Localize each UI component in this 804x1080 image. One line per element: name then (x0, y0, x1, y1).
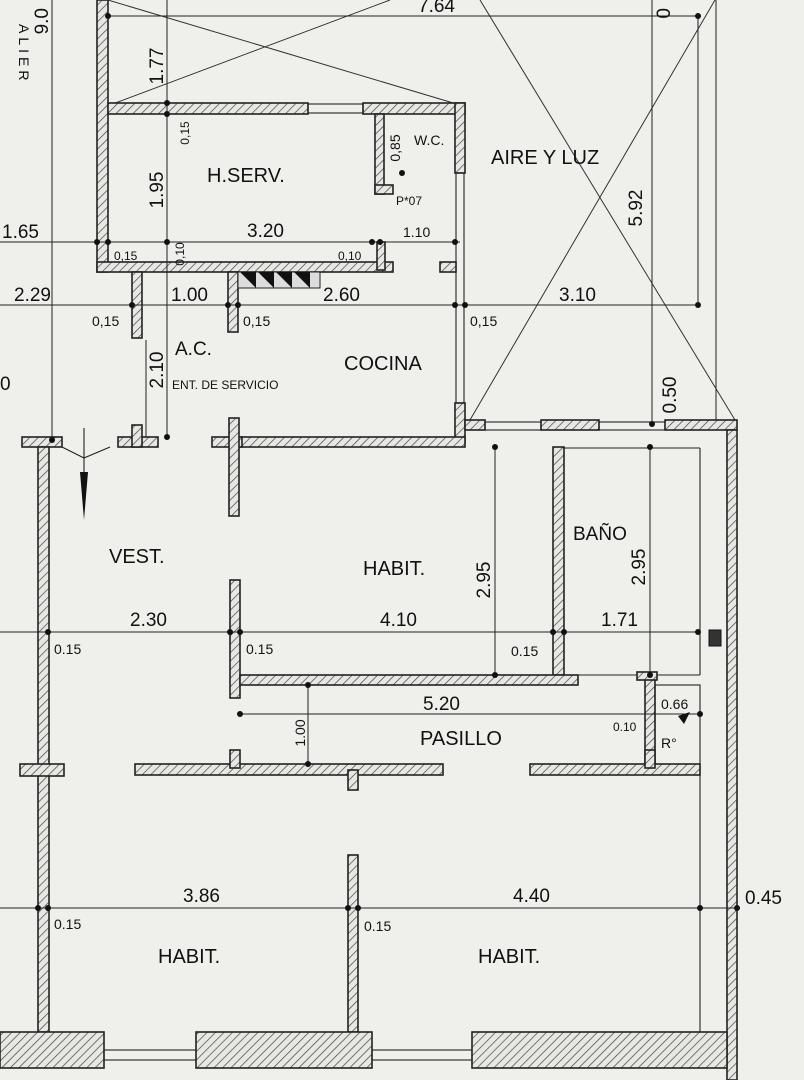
room-label-habit-right: HABIT. (478, 946, 540, 968)
room-label-habit-left: HABIT. (158, 946, 220, 968)
dim-0-15-a: 0,15 (178, 121, 192, 145)
dim-4-10: 4.10 (380, 610, 417, 631)
room-label-h-serv: H.SERV. (207, 165, 285, 187)
dim-7-64: 7.64 (418, 0, 455, 17)
dim-0-15-j: 0.15 (364, 918, 391, 934)
dim-3-86: 3.86 (183, 886, 220, 907)
room-label-vest: VEST. (109, 546, 165, 568)
dim-0-15-h: 0.15 (511, 643, 538, 659)
dim-0-15-c: 0,15 (92, 313, 119, 329)
dim-0-15-i: 0.15 (54, 916, 81, 932)
dim-0-50: 0.50 (660, 377, 681, 414)
dim-0-15-e: 0,15 (470, 313, 497, 329)
dim-0-85: 0,85 (387, 134, 403, 161)
light-well-diagonals (107, 0, 736, 421)
fixture-marks (678, 629, 722, 724)
dim-0-15-f: 0.15 (54, 641, 81, 657)
dim-0-left: 0 (0, 374, 11, 395)
room-label-wc: W.C. (414, 132, 444, 148)
dim-1-00-b: 1.00 (292, 719, 308, 746)
dim-top-9: 9.0 (32, 8, 53, 34)
dimension-dots (35, 13, 740, 911)
stair-hatch (237, 271, 321, 289)
dim-1-71: 1.71 (601, 610, 638, 631)
dim-1-77: 1.77 (147, 48, 168, 85)
dim-0-10-a: 0,10 (173, 242, 187, 266)
dim-2-29: 2.29 (14, 285, 51, 306)
room-labels: H.SERV. W.C. AIRE Y LUZ P*07 A.C. ENT. D… (16, 24, 677, 968)
dim-1-10: 1.10 (403, 224, 430, 240)
dim-4-40: 4.40 (513, 886, 550, 907)
dim-2-10: 2.10 (147, 352, 168, 389)
dim-0-15-d: 0,15 (243, 313, 270, 329)
dimension-labels: 9.0 7.64 0 1.77 0,15 0,85 1.95 5.92 1.65… (0, 0, 782, 934)
dim-1-95: 1.95 (147, 172, 168, 209)
dim-0-66: 0.66 (661, 696, 688, 712)
dim-0-15-g: 0.15 (246, 641, 273, 657)
dim-0-15-b: 0,15 (114, 249, 138, 263)
room-label-habit-mid: HABIT. (363, 558, 425, 580)
room-label-ent-servicio: ENT. DE SERVICIO (172, 378, 278, 392)
dim-2-95-b: 2.95 (629, 549, 650, 586)
room-label-ac: A.C. (175, 339, 212, 360)
walls (0, 0, 738, 1080)
room-label-cocina: COCINA (344, 353, 422, 375)
dim-top-0: 0 (654, 8, 675, 19)
dim-1-00-a: 1.00 (171, 285, 208, 306)
room-label-aire-y-luz: AIRE Y LUZ (491, 147, 599, 169)
side-label: ALIER (16, 24, 32, 84)
dim-1-65: 1.65 (2, 222, 39, 243)
dim-2-60: 2.60 (323, 285, 360, 306)
dim-2-95-a: 2.95 (474, 562, 495, 599)
room-label-pasillo: PASILLO (420, 728, 502, 750)
dimension-lines (0, 0, 740, 909)
dim-2-30: 2.30 (130, 610, 167, 631)
side-label-text: ALIER (16, 24, 32, 84)
dim-0-10-b: 0,10 (338, 249, 362, 263)
dim-0-45: 0.45 (745, 888, 782, 909)
dim-5-20: 5.20 (423, 694, 460, 715)
dim-3-20: 3.20 (247, 221, 284, 242)
dim-5-92: 5.92 (626, 190, 647, 227)
dim-3-10: 3.10 (559, 285, 596, 306)
door-label-p07: P*07 (396, 194, 422, 208)
room-label-r: R° (661, 735, 677, 751)
room-label-bano: BAÑO (573, 523, 627, 545)
dim-0-10-c: 0.10 (613, 720, 637, 734)
